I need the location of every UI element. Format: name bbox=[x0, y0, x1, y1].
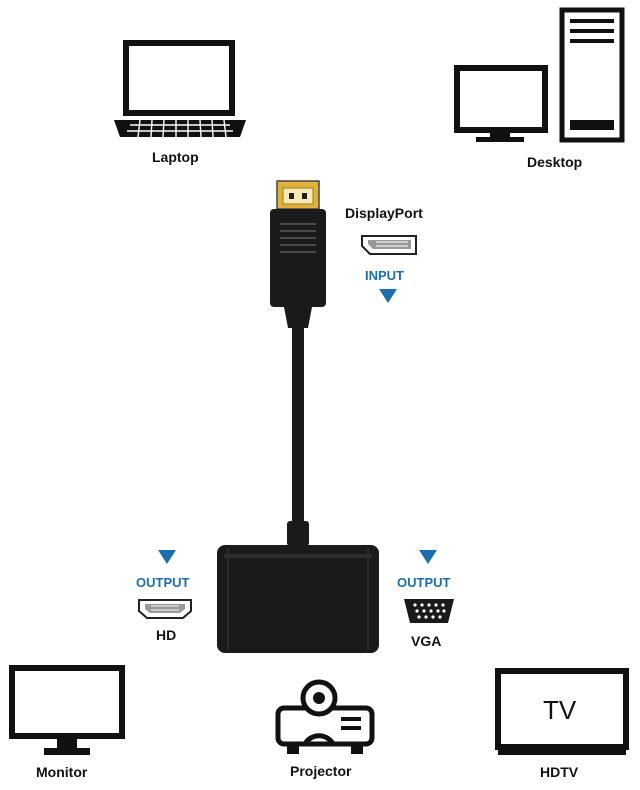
vga-label: VGA bbox=[411, 633, 442, 649]
output-right-arrow-icon bbox=[419, 550, 437, 564]
monitor-icon bbox=[9, 665, 125, 755]
hd-label: HD bbox=[156, 627, 177, 643]
laptop-icon bbox=[114, 40, 246, 138]
hdmi-port-icon bbox=[138, 599, 192, 619]
output-left-arrow-icon bbox=[158, 550, 176, 564]
adapter-body bbox=[217, 545, 379, 653]
hdtv-label: HDTV bbox=[540, 764, 579, 780]
tv-icon bbox=[495, 668, 629, 755]
input-label: INPUT bbox=[365, 268, 404, 283]
monitor-label: Monitor bbox=[36, 764, 88, 780]
vga-port-icon bbox=[404, 599, 454, 623]
displayport-label: DisplayPort bbox=[345, 205, 423, 221]
desktop-icon bbox=[454, 7, 625, 143]
output-left-label: OUTPUT bbox=[136, 575, 190, 590]
tv-screen-text: TV bbox=[543, 695, 577, 725]
input-arrow-icon bbox=[379, 289, 397, 303]
displayport-port-icon bbox=[361, 235, 417, 255]
laptop-label: Laptop bbox=[152, 149, 199, 165]
projector-icon bbox=[275, 679, 375, 754]
desktop-label: Desktop bbox=[527, 154, 583, 170]
displayport-plug bbox=[270, 180, 326, 546]
projector-label: Projector bbox=[290, 763, 352, 779]
output-right-label: OUTPUT bbox=[397, 575, 451, 590]
